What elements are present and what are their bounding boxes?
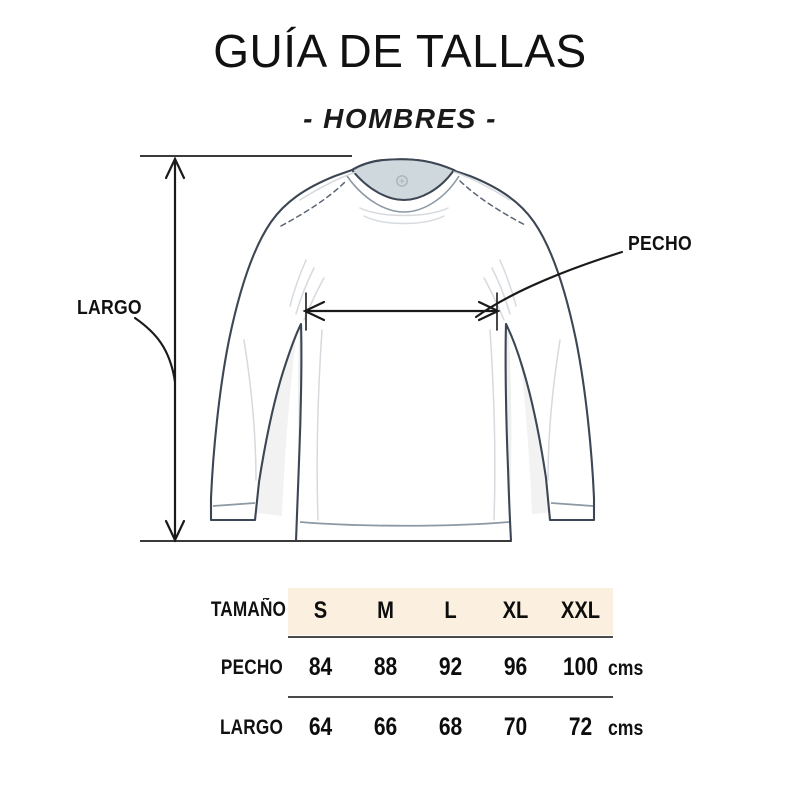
pecho-value-m: 88 xyxy=(373,653,398,681)
largo-callout-label: LARGO xyxy=(77,297,142,319)
table-divider xyxy=(288,636,613,638)
table-row: LARGO 64 66 68 70 72 cms xyxy=(195,700,665,756)
size-cell-s: S xyxy=(313,597,328,624)
largo-value-l: 68 xyxy=(438,713,463,741)
size-header-cells: S M L XL XXL xyxy=(288,588,613,635)
largo-unit-label: cms xyxy=(608,717,644,740)
pecho-value-s: 84 xyxy=(308,653,333,681)
size-table: TAMAÑO S M L XL XXL PECHO 84 88 92 96 10… xyxy=(195,588,665,760)
table-header-background xyxy=(288,588,613,635)
size-cell-l: L xyxy=(444,597,457,624)
pecho-value-xxl: 100 xyxy=(562,653,599,681)
pecho-callout-label: PECHO xyxy=(628,233,692,255)
pecho-value-l: 92 xyxy=(438,653,463,681)
cuffs xyxy=(212,502,594,507)
pecho-measure-arrow xyxy=(302,292,501,331)
table-row: TAMAÑO S M L XL XXL xyxy=(195,588,665,635)
page-title: GUÍA DE TALLAS xyxy=(213,25,587,77)
largo-value-cells: 64 66 68 70 72 xyxy=(288,700,613,756)
pecho-value-cells: 84 88 92 96 100 xyxy=(288,640,613,696)
row-label-tamano: TAMAÑO xyxy=(210,598,287,621)
largo-leader-line xyxy=(133,316,177,384)
largo-value-s: 64 xyxy=(308,713,333,741)
largo-value-m: 66 xyxy=(373,713,398,741)
shirt-illustration xyxy=(133,155,624,543)
row-label-pecho: PECHO xyxy=(220,656,283,679)
pecho-unit-label: cms xyxy=(608,657,644,680)
size-cell-xxl: XXL xyxy=(560,597,601,624)
page-subtitle: - HOMBRES - xyxy=(303,103,497,134)
shirt-body-outline xyxy=(209,158,596,543)
hem xyxy=(299,521,510,527)
collar xyxy=(346,158,460,213)
largo-value-xl: 70 xyxy=(503,713,528,741)
largo-value-xxl: 72 xyxy=(568,713,593,741)
pecho-leader-line xyxy=(474,250,624,319)
table-divider xyxy=(288,696,613,698)
size-cell-xl: XL xyxy=(502,597,529,624)
largo-measure-arrow xyxy=(164,156,186,543)
row-label-largo: LARGO xyxy=(220,716,283,739)
pecho-value-xl: 96 xyxy=(503,653,528,681)
size-cell-m: M xyxy=(377,597,394,624)
stitch-lines xyxy=(280,180,528,227)
table-row: PECHO 84 88 92 96 100 cms xyxy=(195,640,665,696)
